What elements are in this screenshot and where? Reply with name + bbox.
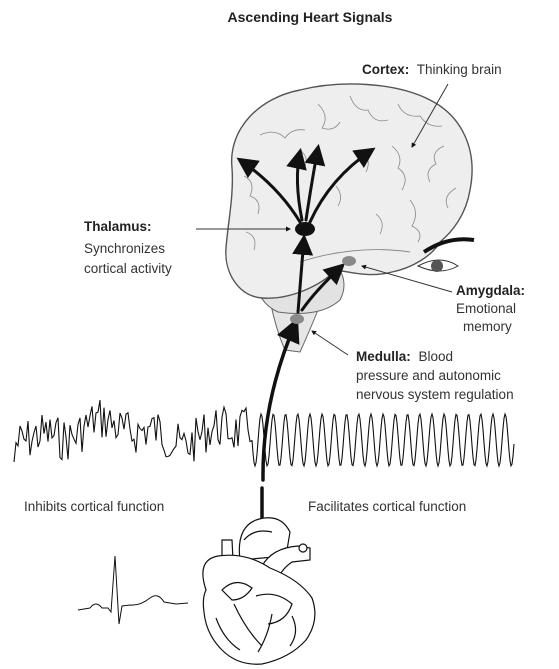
svg-text:Medulla: Blood: Medulla: Blood <box>356 349 453 364</box>
amygdala-node <box>342 256 356 266</box>
cortex-label: Cortex: Thinking brain <box>362 62 502 77</box>
amygdala-description-line2: memory <box>463 319 512 334</box>
thalamus-node <box>295 222 315 236</box>
medulla-description-line1: Blood <box>419 349 454 364</box>
left-waveform-caption: Inhibits cortical function <box>24 499 164 514</box>
medulla-name: Medulla: <box>356 349 411 364</box>
chaotic-waveform <box>14 400 252 462</box>
thalamus-description-line2: cortical activity <box>84 261 172 276</box>
amygdala-description-line1: Emotional <box>456 301 516 316</box>
amygdala-label: Amygdala: Emotional memory <box>456 283 525 334</box>
medulla-node <box>290 314 304 324</box>
thalamus-label: Thalamus: Synchronizes cortical activity <box>84 219 172 276</box>
ecg-trace <box>78 556 188 624</box>
medulla-description-line2: pressure and autonomic <box>356 368 501 383</box>
cortex-description: Thinking brain <box>417 62 502 77</box>
thalamus-description-line1: Synchronizes <box>84 241 165 256</box>
medulla-label: Medulla: Blood pressure and autonomic ne… <box>356 349 514 402</box>
medulla-description-line3: nervous system regulation <box>356 387 514 402</box>
diagram-title: Ascending Heart Signals <box>228 9 393 25</box>
amygdala-name: Amygdala: <box>456 283 525 298</box>
brain-illustration <box>226 84 472 352</box>
svg-text:Cortex: Thinking brain: Cortex: Thinking brain <box>362 62 502 77</box>
cortex-name: Cortex: <box>362 62 409 77</box>
right-waveform-caption: Facilitates cortical function <box>308 499 466 514</box>
thalamus-name: Thalamus: <box>84 219 152 234</box>
coherent-waveform <box>252 414 514 466</box>
heart-illustration <box>203 518 315 665</box>
